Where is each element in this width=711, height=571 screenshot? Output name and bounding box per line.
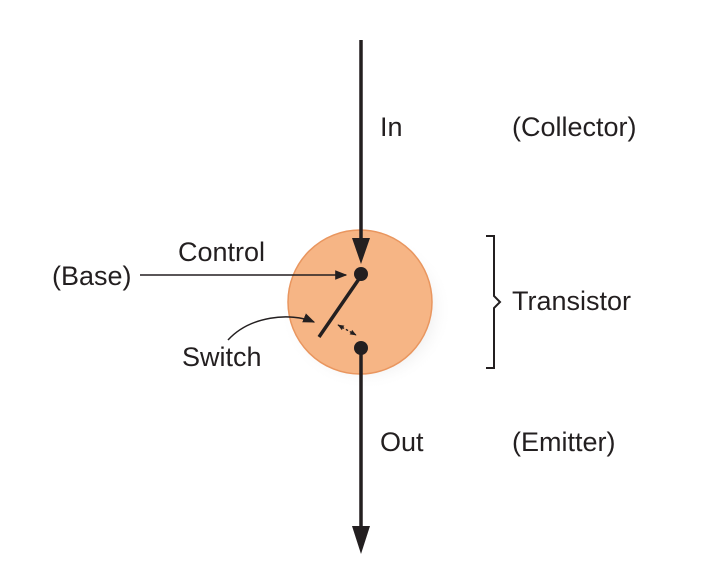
collector-arrowhead: [352, 238, 370, 264]
top-contact-dot: [354, 267, 368, 281]
switch-blade: [317, 275, 363, 338]
label-transistor: Transistor: [512, 286, 631, 316]
bottom-contact-dot: [354, 341, 368, 355]
switch-gap-indicator: [337, 324, 357, 336]
emitter-arrowhead: [352, 526, 370, 554]
switch-pointer: [227, 313, 316, 341]
label-switch: Switch: [182, 342, 262, 372]
label-collector: (Collector): [512, 112, 637, 142]
label-in: In: [380, 112, 403, 142]
label-out: Out: [380, 427, 424, 457]
label-emitter: (Emitter): [512, 427, 616, 457]
label-control: Control: [178, 237, 265, 267]
label-base: (Base): [52, 261, 132, 291]
transistor-bracket: [486, 235, 502, 369]
